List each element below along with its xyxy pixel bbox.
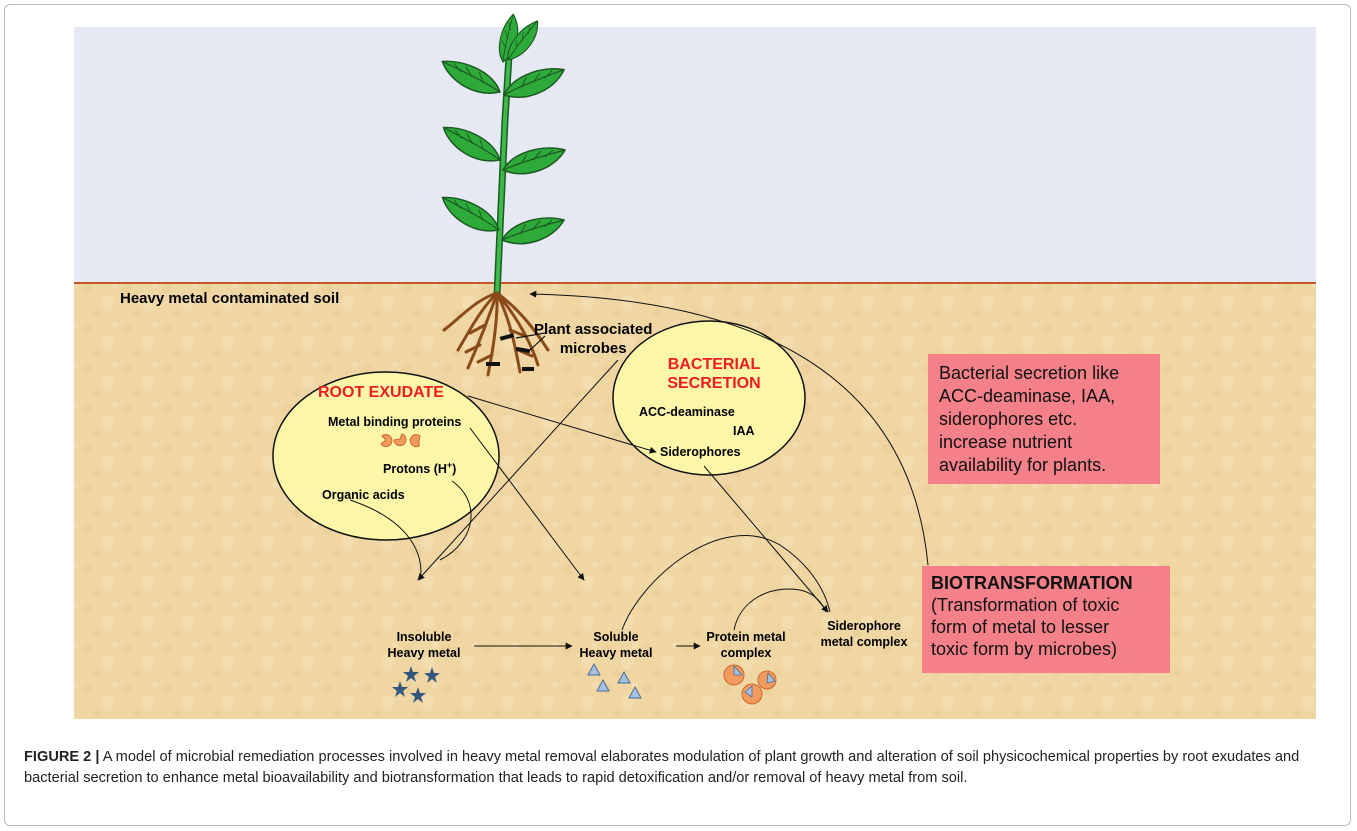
biotransformation-box: BIOTRANSFORMATION (Transformation of tox… <box>922 566 1170 673</box>
plant-associated-microbes-label: Plant associated microbes <box>534 321 653 357</box>
figure-frame <box>4 4 1351 826</box>
figure-caption: FIGURE 2 | A model of microbial remediat… <box>24 747 1334 789</box>
soil-label: Heavy metal contaminated soil <box>120 290 340 307</box>
soluble-metal-label: Soluble Heavy metal <box>579 630 653 660</box>
plant-roots <box>442 291 550 377</box>
root-exudate-title: ROOT EXUDATE <box>318 384 444 401</box>
siderophores-label: Siderophores <box>660 445 741 459</box>
soluble-metal-triangles <box>587 662 642 699</box>
binding-protein-icons <box>380 433 421 448</box>
sky-area <box>74 27 1316 283</box>
bacterial-secretion-ellipse <box>612 320 806 476</box>
caption-text: A model of microbial remediation process… <box>24 749 1300 786</box>
protein-metal-complex-label: Protein metal complex <box>706 630 786 660</box>
biotransformation-title: BIOTRANSFORMATION <box>931 573 1133 593</box>
iaa-label: IAA <box>733 424 755 438</box>
root-exudate-ellipse <box>272 371 500 541</box>
insoluble-metal-label: Insoluble Heavy metal <box>387 630 461 660</box>
root-microbes <box>486 333 534 371</box>
bacterial-secretion-title: BACTERIAL SECRETION <box>667 356 761 392</box>
nutrient-availability-box: Bacterial secretion like ACC-deaminase, … <box>928 354 1160 484</box>
caption-label: FIGURE 2 | <box>24 749 100 765</box>
siderophore-metal-complex-label: Siderophore metal complex <box>820 619 908 649</box>
metal-binding-proteins-label: Metal binding proteins <box>328 415 462 429</box>
protein-metal-complex-icons <box>723 664 777 705</box>
organic-acids-label: Organic acids <box>322 488 405 502</box>
acc-deaminase-label: ACC-deaminase <box>639 405 735 419</box>
protons-label: Protons (H+) <box>383 460 457 477</box>
insoluble-metal-stars <box>392 666 440 703</box>
